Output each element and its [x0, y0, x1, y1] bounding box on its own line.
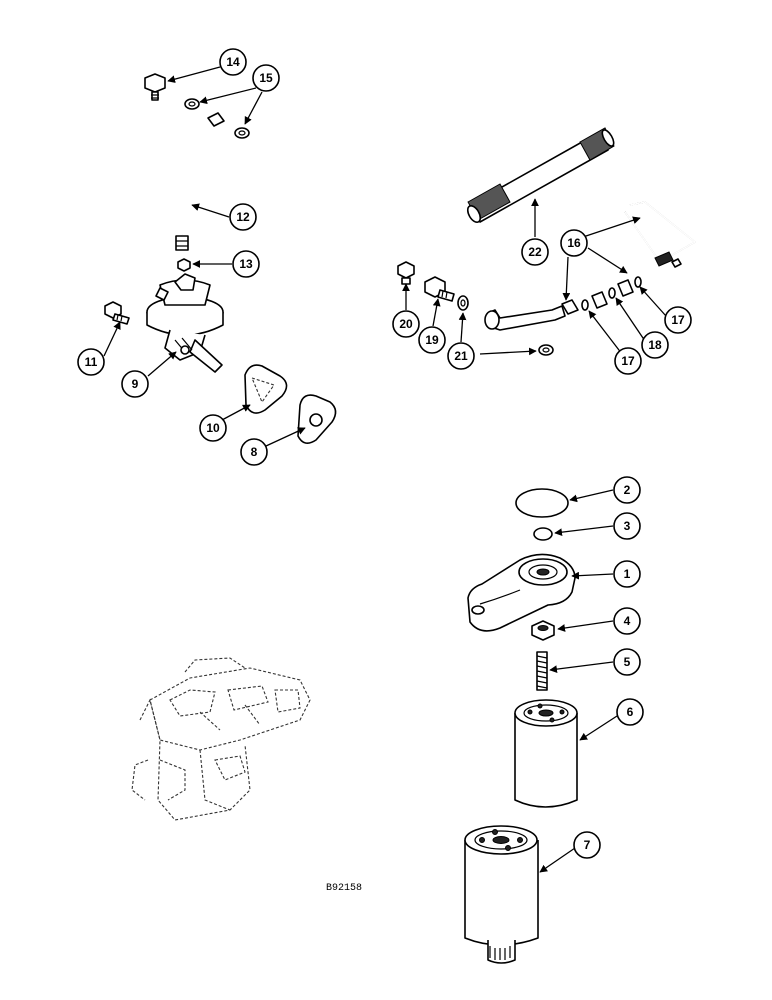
union-part	[591, 291, 608, 309]
svg-text:20: 20	[399, 317, 413, 331]
callout-17b: 17	[614, 347, 642, 375]
callout-22: 22	[521, 238, 549, 266]
callout-15: 15	[252, 64, 280, 92]
bolt-part	[397, 261, 415, 285]
svg-text:11: 11	[85, 355, 98, 369]
injection-pump-reference	[131, 657, 311, 821]
svg-text:9: 9	[132, 377, 139, 391]
nut-part	[177, 258, 191, 272]
callout-14: 14	[219, 48, 247, 76]
sealing-washer-part	[581, 299, 589, 311]
svg-text:1: 1	[624, 567, 631, 581]
threaded-stud-part	[536, 651, 548, 691]
svg-text:3: 3	[624, 519, 631, 533]
filter-element-part	[464, 825, 539, 964]
union-part	[617, 279, 634, 297]
tube-part	[466, 127, 615, 223]
callout-6: 6	[616, 698, 644, 726]
callout-1: 1	[613, 560, 641, 588]
svg-text:15: 15	[259, 71, 273, 85]
svg-text:5: 5	[624, 655, 631, 669]
bolt-part	[104, 301, 130, 325]
svg-text:13: 13	[239, 257, 253, 271]
svg-text:7: 7	[584, 838, 591, 852]
seal-part	[533, 527, 553, 541]
callout-11: 11	[77, 348, 105, 376]
svg-text:12: 12	[236, 210, 250, 224]
filter-element-part	[514, 699, 578, 808]
svg-text:17: 17	[621, 354, 635, 368]
callout-19: 19	[418, 326, 446, 354]
svg-text:18: 18	[648, 338, 662, 352]
callout-18: 18	[641, 331, 669, 359]
callout-9: 9	[121, 370, 149, 398]
svg-text:19: 19	[425, 333, 439, 347]
svg-text:4: 4	[624, 614, 631, 628]
sealing-washer-part	[608, 287, 616, 299]
callout-16: 16	[560, 229, 588, 257]
callout-17: 17	[664, 306, 692, 334]
svg-text:6: 6	[627, 705, 634, 719]
lift-pump-group	[104, 73, 337, 444]
svg-text:21: 21	[454, 349, 468, 363]
svg-text:16: 16	[567, 236, 581, 250]
callout-10: 10	[199, 414, 227, 442]
nut-part	[531, 620, 555, 641]
callout-8: 8	[240, 438, 268, 466]
callout-5: 5	[613, 648, 641, 676]
svg-text:14: 14	[226, 55, 240, 69]
bleed-pipe-part	[624, 201, 697, 268]
fuel-filter-group	[464, 488, 578, 964]
callout-13: 13	[232, 250, 260, 278]
banjo-bolt-part	[424, 276, 455, 302]
lift-pump-part	[146, 273, 224, 373]
filter-head-part	[467, 553, 576, 632]
washer-part	[538, 344, 554, 356]
o-ring-part	[515, 488, 569, 518]
svg-text:2: 2	[624, 483, 631, 497]
callout-7: 7	[573, 831, 601, 859]
svg-text:17: 17	[671, 313, 685, 327]
gasket-part	[244, 364, 288, 414]
figure-id: B92158	[326, 883, 362, 894]
fuel-pipe-part	[160, 112, 225, 251]
svg-text:10: 10	[206, 421, 220, 435]
washer-part	[457, 295, 469, 311]
callout-20: 20	[392, 310, 420, 338]
banjo-bolt-part	[144, 73, 166, 101]
pipe-group	[397, 127, 697, 356]
callout-3: 3	[613, 512, 641, 540]
fuel-pipe-part	[484, 299, 579, 331]
washer-part	[234, 127, 250, 139]
callout-2: 2	[613, 476, 641, 504]
callout-21: 21	[447, 342, 475, 370]
svg-text:8: 8	[251, 445, 258, 459]
plate-part	[297, 394, 337, 444]
callout-12: 12	[229, 203, 257, 231]
washer-part	[184, 98, 200, 110]
callout-4: 4	[613, 607, 641, 635]
svg-text:22: 22	[528, 245, 542, 259]
leader-lines	[103, 66, 667, 873]
